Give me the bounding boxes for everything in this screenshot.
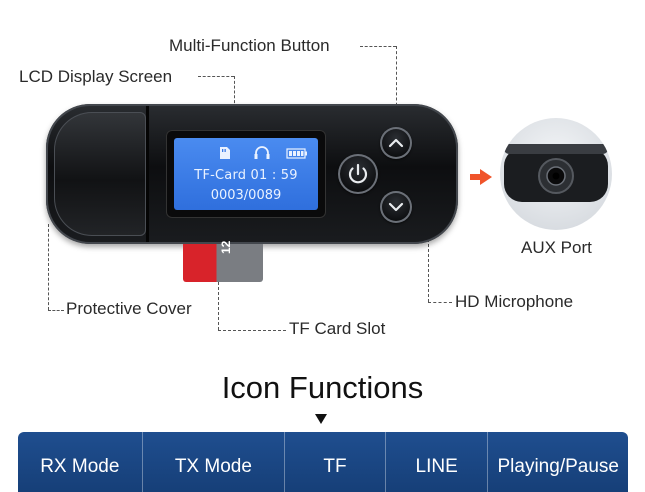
callout-hd-microphone: HD Microphone (455, 292, 574, 311)
up-button[interactable] (380, 127, 412, 159)
callout-tf-card-slot: TF Card Slot (289, 319, 386, 338)
lcd-status-icons (220, 146, 307, 159)
chevron-down-icon (388, 202, 404, 212)
multi-function-button[interactable] (338, 154, 378, 194)
tf-card (183, 244, 263, 282)
icon-functions-bar: RX Mode TX Mode TF LINE Playing/Pause (18, 432, 628, 492)
lcd-screen: TF-Card 01 : 59 0003/0089 (174, 138, 318, 210)
leader-tf-h (218, 330, 286, 331)
leader-tf-v (218, 282, 219, 330)
callout-protective-cover: Protective Cover (66, 299, 192, 318)
chevron-up-icon (388, 138, 404, 148)
tf-card-capacity: 12 (219, 240, 233, 254)
power-icon (348, 163, 368, 184)
leader-lcd-h (198, 76, 234, 77)
callout-lcd-display-screen: LCD Display Screen (19, 67, 173, 86)
aux-port-closeup (500, 118, 612, 230)
leader-cover-h (48, 310, 64, 311)
function-line: LINE (386, 432, 489, 492)
protective-cover (54, 112, 146, 236)
aux-jack-icon (504, 144, 608, 202)
function-playing-pause: Playing/Pause (497, 456, 619, 477)
lcd-track-count: 0003/0089 (210, 188, 282, 203)
callout-aux-port: AUX Port (521, 238, 592, 257)
leader-multi-function-h (360, 46, 396, 47)
leader-mic-h (428, 302, 452, 303)
down-button[interactable] (380, 191, 412, 223)
function-rx-mode: RX Mode (18, 432, 143, 492)
sd-card-icon (220, 147, 230, 159)
leader-multi-function-v (396, 46, 397, 116)
callout-multi-function-button: Multi-Function Button (169, 36, 330, 55)
down-triangle-icon (315, 414, 327, 424)
leader-mic-v (428, 234, 429, 302)
lcd-track-time: TF-Card 01 : 59 (194, 168, 298, 183)
arrow-right-icon (470, 169, 492, 185)
battery-icon (286, 148, 307, 159)
cover-seam (146, 106, 149, 242)
leader-cover-v (48, 224, 49, 310)
headphones-icon (254, 146, 270, 159)
function-tx-mode: TX Mode (143, 432, 286, 492)
function-tf: TF (285, 432, 386, 492)
section-title: Icon Functions (221, 370, 424, 405)
